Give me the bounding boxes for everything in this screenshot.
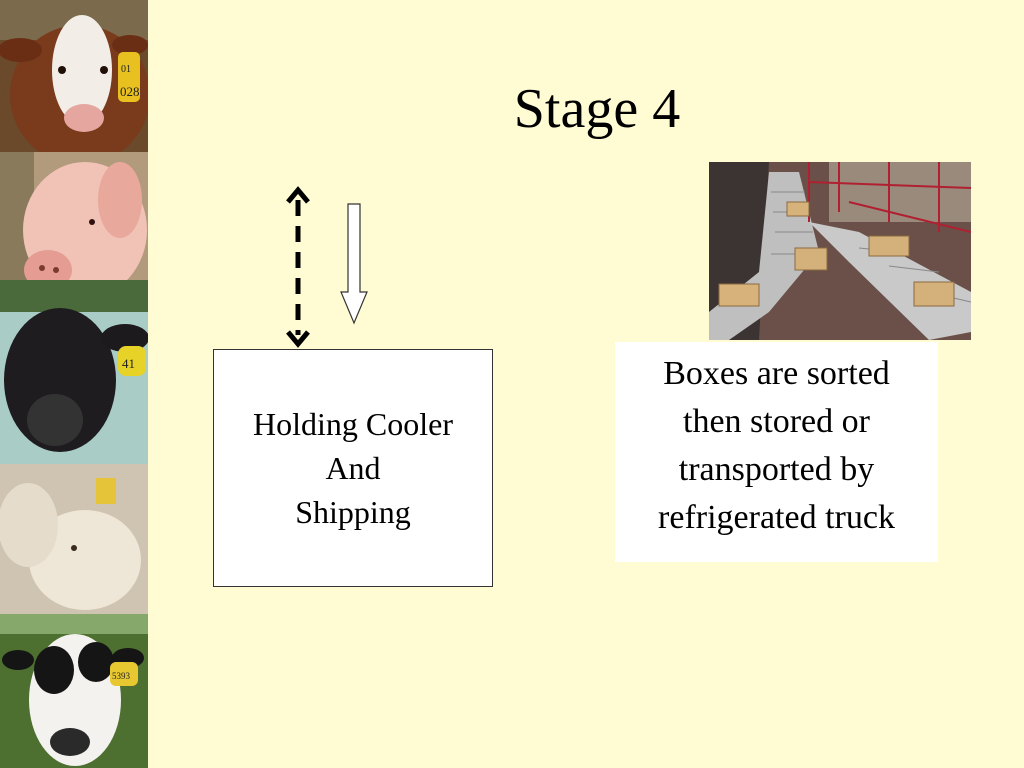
livestock-photo-strip: 01 028 41: [0, 0, 148, 768]
ear-tag-text: 028: [120, 84, 140, 99]
holding-cooler-box: Holding Cooler And Shipping: [213, 349, 493, 587]
black-angus-image: 41: [0, 308, 148, 464]
hereford-calf-image: 01 028: [0, 0, 148, 165]
sheep-image: [0, 464, 148, 614]
box-line: And: [325, 450, 381, 486]
box-line: Shipping: [295, 494, 411, 530]
holstein-cow-image: 5393: [0, 614, 148, 768]
caption-line: Boxes are sorted: [663, 355, 890, 392]
caption-line: transported by: [678, 451, 875, 488]
caption-line: refrigerated truck: [658, 499, 895, 536]
box-line: Holding Cooler: [253, 406, 453, 442]
dashed-double-arrow-icon: [286, 186, 310, 348]
conveyor-photo: [709, 162, 972, 340]
ear-tag-text: 5393: [112, 671, 131, 681]
caption-box: Boxes are sorted then stored or transpor…: [615, 342, 938, 562]
flow-arrows: [270, 180, 390, 360]
down-arrow-icon: [340, 203, 368, 325]
caption-line: then stored or: [683, 403, 870, 440]
slide-title: Stage 4: [513, 78, 681, 140]
ear-tag-text: 41: [122, 356, 135, 371]
pig-image: [0, 152, 148, 312]
ear-tag-text: 01: [121, 64, 131, 75]
